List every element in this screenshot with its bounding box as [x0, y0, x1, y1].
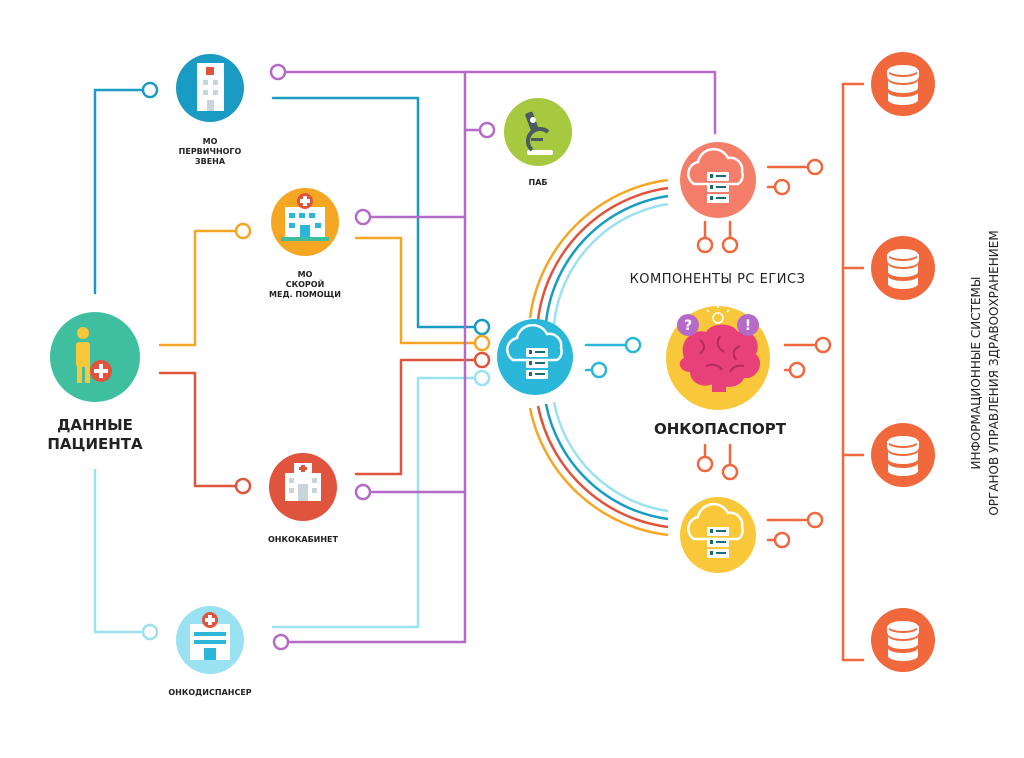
database-icon	[871, 423, 935, 487]
health-authorities-line: ИНФОРМАЦИОННЫЕ СИСТЕМЫ	[969, 276, 983, 470]
brain-icon: ? !	[666, 305, 770, 410]
database-icon	[871, 52, 935, 116]
oncodispensary-label: ОНКОДИСПАНСЕР	[168, 688, 252, 697]
mo-primary-label: МО ПЕРВИЧНОГО ЗВЕНА	[160, 137, 260, 167]
mo-primary-line: ПЕРВИЧНОГО	[178, 147, 242, 156]
mo-primary-line: ЗВЕНА	[194, 157, 226, 166]
microscope-icon	[504, 98, 572, 166]
dispensary-building-icon	[176, 606, 244, 674]
oncopassport-label: ОНКОПАСПОРТ	[653, 420, 787, 438]
mo-primary-line: МО	[202, 137, 218, 146]
mo-emergency-line: МЕД. ПОМОЩИ	[269, 290, 341, 299]
mo-emergency-label: МО СКОРОЙ МЕД. ПОМОЩИ	[250, 270, 360, 300]
patient-data-label: ДАННЫЕ ПАЦИЕНТА	[35, 416, 155, 454]
egisz-cloud-server-icon	[680, 142, 756, 218]
hub-arcs	[528, 178, 669, 537]
connectors	[93, 70, 865, 662]
egisz-components-label: КОМПОНЕНТЫ РС ЕГИСЗ	[629, 272, 806, 287]
mo-emergency-line: СКОРОЙ	[285, 280, 325, 289]
patient-icon	[50, 312, 140, 402]
hospital-icon	[271, 188, 339, 256]
patient-data-line: ПАЦИЕНТА	[47, 434, 143, 453]
svg-text:?: ?	[684, 318, 692, 334]
medical-building-icon	[269, 453, 337, 521]
mo-emergency-line: МО	[297, 270, 313, 279]
cloud-server-icon	[497, 319, 573, 395]
database-icon	[871, 236, 935, 300]
clinic-building-icon	[176, 54, 244, 122]
pab-label: ПАБ	[528, 178, 548, 187]
database-icon	[871, 608, 935, 672]
health-authorities-line: ОРГАНОВ УПРАВЛЕНИЯ ЗДРАВООХРАНЕНИЕМ	[987, 230, 1001, 516]
oncocabinet-label: ОНКОКАБИНЕТ	[268, 535, 338, 544]
connector-dots	[141, 63, 832, 651]
bottom-cloud-server-icon	[680, 497, 756, 573]
svg-text:!: !	[745, 318, 751, 334]
health-authorities-label: ИНФОРМАЦИОННЫЕ СИСТЕМЫ ОРГАНОВ УПРАВЛЕНИ…	[967, 193, 1007, 553]
patient-data-line: ДАННЫЕ	[57, 416, 133, 434]
